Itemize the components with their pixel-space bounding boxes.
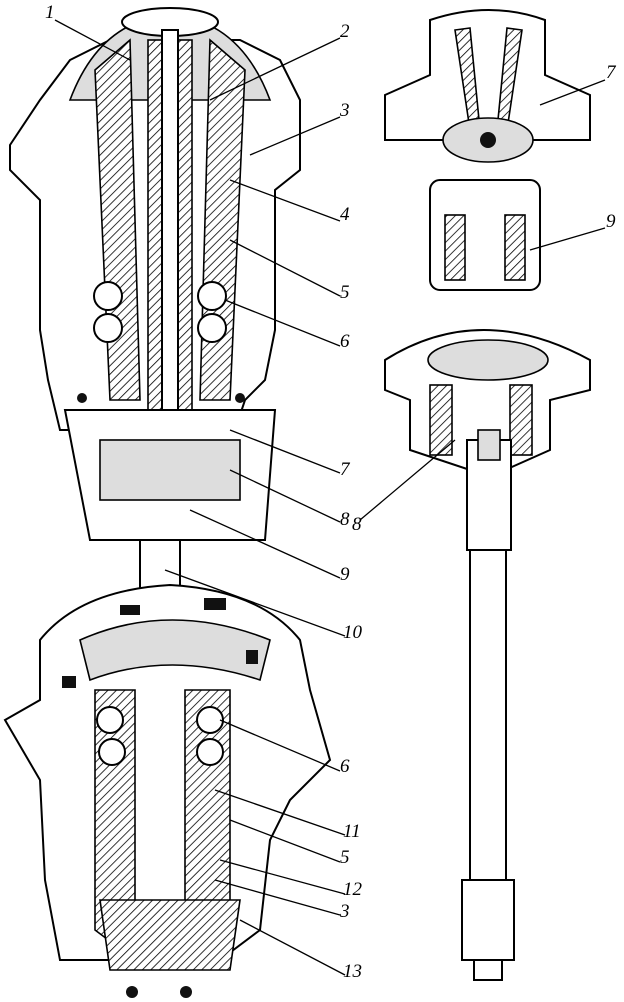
callout-3: 3	[340, 100, 350, 121]
right-part-7	[384, 9, 591, 163]
callout-10: 10	[343, 622, 362, 643]
callout-11: 11	[343, 821, 361, 842]
callout-3-lower: 3	[340, 901, 350, 922]
right-shaft	[461, 429, 515, 981]
left-lower-housing	[3, 583, 332, 998]
callout-8-right: 8	[352, 514, 362, 535]
callout-1: 1	[45, 2, 55, 23]
right-part-8	[384, 329, 591, 471]
right-part-9	[429, 179, 541, 291]
callout-9-right: 9	[606, 211, 616, 232]
callout-9: 9	[340, 564, 350, 585]
callout-6: 6	[340, 331, 350, 352]
callout-4: 4	[340, 204, 350, 225]
left-upper-housing	[9, 7, 301, 551]
callout-7-right: 7	[606, 62, 616, 83]
callout-2: 2	[340, 21, 350, 42]
callout-5-lower: 5	[340, 847, 350, 868]
callout-5: 5	[340, 282, 350, 303]
callout-7: 7	[340, 459, 350, 480]
leader-lines	[54, 19, 606, 976]
callout-12: 12	[343, 879, 362, 900]
callout-6-lower: 6	[340, 756, 350, 777]
callout-8: 8	[340, 509, 350, 530]
callout-13: 13	[343, 961, 362, 982]
